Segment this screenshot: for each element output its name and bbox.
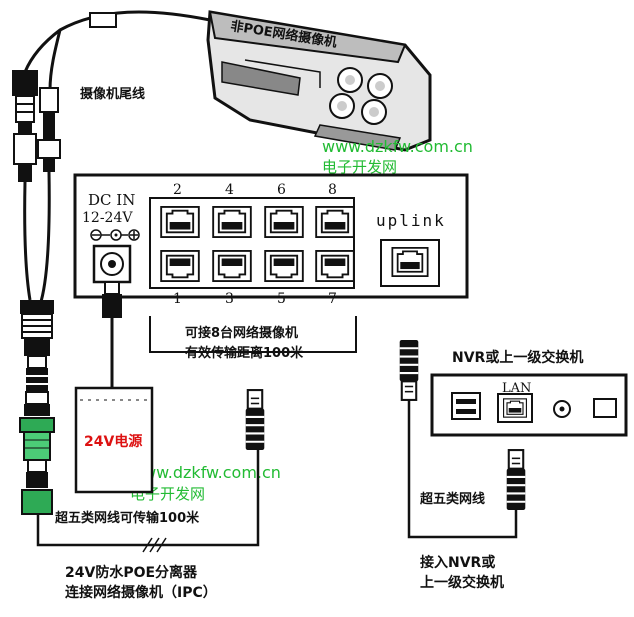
right-target-line1: 接入NVR或 <box>420 554 495 571</box>
camera-illustration <box>206 10 432 152</box>
splitter-caption-line1: 24V防水POE分离器 <box>65 564 198 581</box>
dc-power-jack <box>92 244 132 284</box>
lan-port-7[interactable] <box>315 250 355 282</box>
port-number-5: 5 <box>277 291 286 307</box>
nvr-lan-port[interactable] <box>503 398 527 418</box>
lan-port-6[interactable] <box>264 206 304 238</box>
power-label: 24V电源 <box>84 433 142 450</box>
left-cable-label: 超五类网线可传输100米 <box>55 510 200 526</box>
power-adapter <box>74 386 154 494</box>
port-number-6: 6 <box>277 182 286 198</box>
right-cable-top-plug <box>398 340 420 402</box>
port-number-8: 8 <box>328 182 337 198</box>
port-number-3: 3 <box>225 291 234 307</box>
cable-clip <box>89 12 117 28</box>
switch-caption-line1: 可接8台网络摄像机 <box>185 325 298 341</box>
lan-port-8[interactable] <box>315 206 355 238</box>
uplink-label: uplink <box>376 211 446 230</box>
left-cable-plug <box>244 388 266 450</box>
right-target-line2: 上一级交换机 <box>420 574 504 591</box>
port-bracket <box>149 316 357 353</box>
lan-port-1[interactable] <box>160 250 200 282</box>
poe-splitter-stack <box>19 300 55 515</box>
right-cable-label: 超五类网线 <box>420 491 485 507</box>
lan-port-3[interactable] <box>212 250 252 282</box>
nvr-lan-label: LAN <box>502 381 531 396</box>
nvr-power-jack <box>553 400 571 418</box>
port-number-1: 1 <box>173 291 182 307</box>
port-number-2: 2 <box>173 182 182 198</box>
lan-port-2[interactable] <box>160 206 200 238</box>
lan-port-4[interactable] <box>212 206 252 238</box>
port-number-4: 4 <box>225 182 234 198</box>
dc-plug <box>102 294 122 318</box>
right-cat5e-cable <box>407 400 518 539</box>
uplink-port[interactable] <box>391 247 429 277</box>
watermark-name-top: 电子开发网 <box>322 158 397 176</box>
lan-port-5[interactable] <box>264 250 304 282</box>
splitter-caption-line2: 连接网络摄像机（IPC） <box>65 584 217 601</box>
nvr-usb-ports <box>451 392 481 420</box>
right-cable-nvr-plug <box>505 448 527 510</box>
camera-tail-connectors <box>12 70 61 182</box>
voltage-label: 12-24V <box>82 210 133 226</box>
polarity-icon <box>90 229 140 241</box>
nvr-title: NVR或上一级交换机 <box>452 349 583 366</box>
watermark-url-top: www.dzkfw.com.cn <box>322 137 473 156</box>
camera-tail-label: 摄像机尾线 <box>80 86 145 102</box>
switch-caption-line2: 有效传输距离100米 <box>185 345 304 361</box>
port-number-7: 7 <box>328 291 337 307</box>
dc-in-label: DC IN <box>88 191 135 209</box>
nvr-switch <box>593 398 617 418</box>
watermark-url-bottom: www.dzkfw.com.cn <box>130 463 281 482</box>
